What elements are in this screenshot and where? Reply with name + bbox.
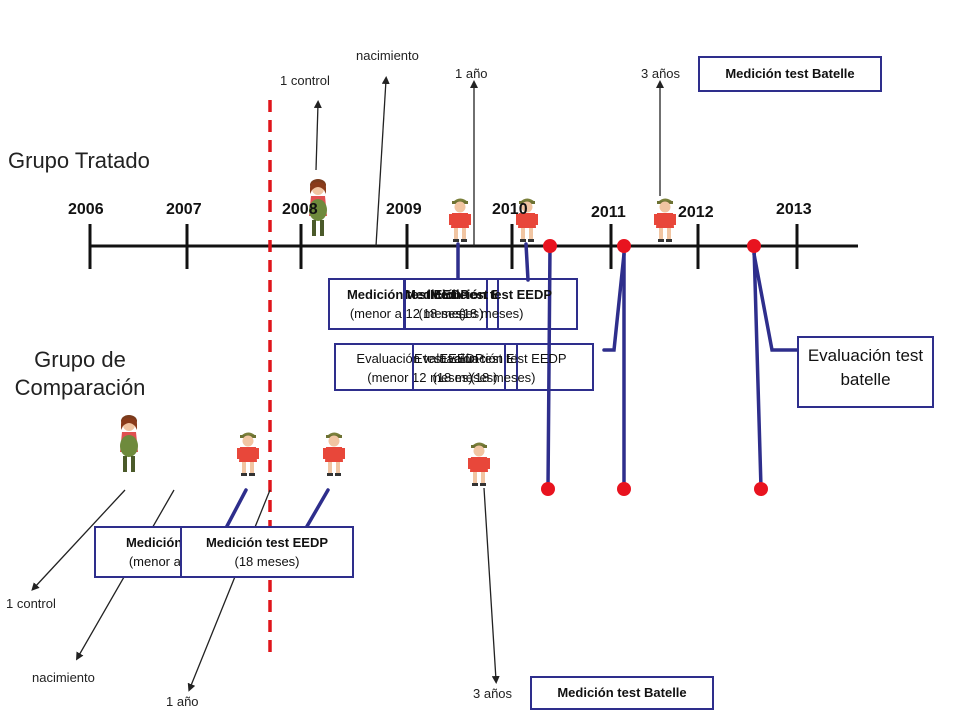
child-figure-treated-1 xyxy=(449,198,471,242)
child-figure-treated-3 xyxy=(654,198,676,242)
box-line2: (menor 12 meses) xyxy=(367,370,473,385)
connectors xyxy=(224,242,802,530)
box-line2: (18 meses) xyxy=(470,370,536,385)
box-line1: Evaluación test EEDP xyxy=(356,351,484,366)
treated-birth-label: nacimiento xyxy=(356,48,419,63)
box-line1: Evaluación test EEDP xyxy=(414,351,516,366)
comparison-group-title: Grupo de Comparación xyxy=(0,346,160,402)
comparison-batelle-box: Medición test Batelle xyxy=(530,676,714,710)
box-line1: Evaluación test EEDP xyxy=(439,351,567,366)
comparison-arrows xyxy=(31,487,500,692)
box-line1: Medición test EEDP xyxy=(429,287,553,302)
comparison-one-year-label: 1 año xyxy=(166,694,199,709)
comparison-birth-label: nacimiento xyxy=(32,670,95,685)
year-label: 2011 xyxy=(591,204,626,221)
year-label: 2006 xyxy=(68,201,104,218)
year-ticks xyxy=(88,224,799,269)
year-label: 2007 xyxy=(166,201,202,218)
treated-arrows xyxy=(313,76,664,247)
treated-group-title: Grupo Tratado xyxy=(8,148,150,173)
comparison-title-line1: Grupo de xyxy=(34,347,126,372)
comparison-three-years-label: 3 años xyxy=(473,686,513,701)
box-line2: (18 meses) xyxy=(432,370,498,385)
year-label: 2009 xyxy=(386,201,422,218)
treated-one-year-label: 1 año xyxy=(455,66,488,81)
child-figure-comparison-3 xyxy=(468,442,490,486)
mother-figure-comparison xyxy=(120,415,138,472)
box-line2: (18 meses) xyxy=(418,306,484,321)
year-label: 2010 xyxy=(492,201,528,218)
comparison-control-label: 1 control xyxy=(6,596,56,611)
treated-batelle-box: Medición test Batelle xyxy=(698,56,882,92)
year-label: 2012 xyxy=(678,204,714,221)
batelle-eval-box: Evaluación test batelle xyxy=(797,336,934,408)
comparison-batelle-text: Medición test Batelle xyxy=(557,685,687,700)
box-line1: Medición test EEDP xyxy=(346,287,470,302)
treated-eedp-box-1: Medición test EEDP (menor a 12 meses) xyxy=(328,278,488,330)
year-label: 2008 xyxy=(282,201,318,218)
box-line1: Medición test EEDP xyxy=(205,535,329,550)
treated-batelle-text: Medición test Batelle xyxy=(725,66,855,81)
child-figure-comparison-1 xyxy=(237,432,259,476)
measurement-dots xyxy=(541,239,768,496)
box-line2: (18 meses) xyxy=(458,306,524,321)
year-label: 2013 xyxy=(776,201,812,218)
treated-three-years-label: 3 años xyxy=(641,66,681,81)
box-line2: (18 meses) xyxy=(234,554,300,569)
box-line1: Medición test EEDP xyxy=(405,287,497,302)
comparison-eedp-box-2: Medición test EEDP (18 meses) xyxy=(180,526,354,578)
eval-eedp-box-1: Evaluación test EEDP (menor 12 meses) xyxy=(334,343,506,391)
treated-control-label: 1 control xyxy=(280,73,330,88)
child-figure-comparison-2 xyxy=(323,432,345,476)
eval-eedp-box-3: Evaluación test EEDP (18 meses) xyxy=(412,343,594,391)
box-line2: (menor a 12 meses) xyxy=(349,306,467,321)
treated-eedp-box-3: Medición test EEDP (18 meses) xyxy=(404,278,578,330)
comparison-title-line2: Comparación xyxy=(14,375,146,400)
